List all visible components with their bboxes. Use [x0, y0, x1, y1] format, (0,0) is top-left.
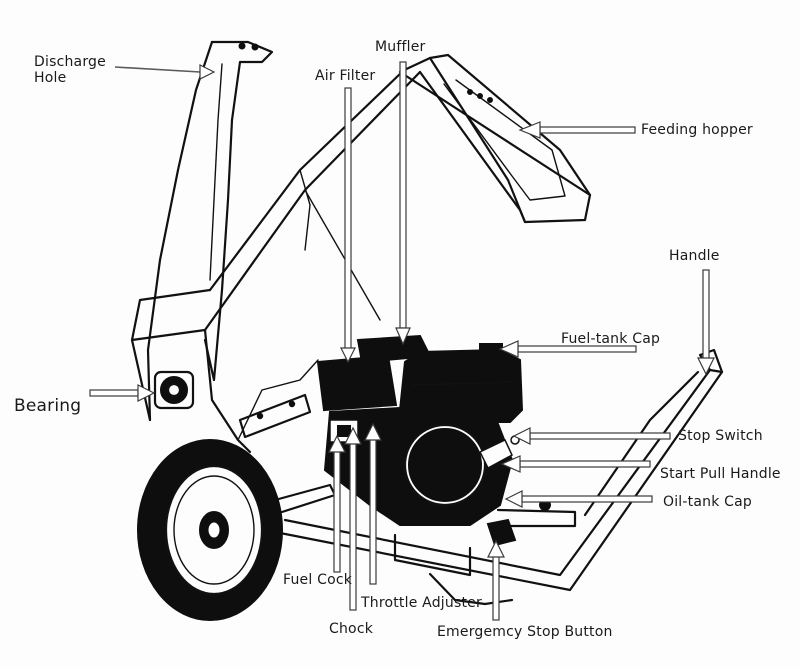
emergency-stop-button-label: Emergemcy Stop Button	[437, 624, 613, 640]
feeding-hopper-label: Feeding hopper	[641, 122, 753, 138]
fuel-cock-label: Fuel Cock	[283, 572, 353, 588]
discharge-hole-label-line1: Discharge	[34, 54, 106, 70]
bearing-label: Bearing	[14, 396, 82, 416]
engine	[316, 334, 524, 526]
handle-label: Handle	[669, 248, 720, 264]
air-filter-label: Air Filter	[315, 68, 376, 84]
chipper-housing	[130, 70, 422, 454]
bearing-part	[153, 370, 195, 410]
start-pull-handle-label: Start Pull Handle	[660, 466, 781, 482]
discharge-hole-label-line2: Hole	[34, 70, 67, 86]
leader-lines	[89, 61, 715, 621]
stop-switch-label: Stop Switch	[678, 428, 763, 444]
throttle-adjuster-label: Throttle Adjuster	[361, 595, 482, 611]
wheel	[137, 439, 283, 621]
oil-tank-cap-label: Oil-tank Cap	[663, 494, 752, 510]
feeding-hopper	[398, 53, 592, 224]
discharge-chute	[146, 40, 274, 422]
chock-label: Chock	[329, 621, 374, 637]
muffler-label: Muffler	[375, 39, 426, 55]
fuel-tank-cap-label: Fuel-tank Cap	[561, 331, 661, 347]
discharge-hole-label: Discharge Hole	[34, 54, 106, 86]
